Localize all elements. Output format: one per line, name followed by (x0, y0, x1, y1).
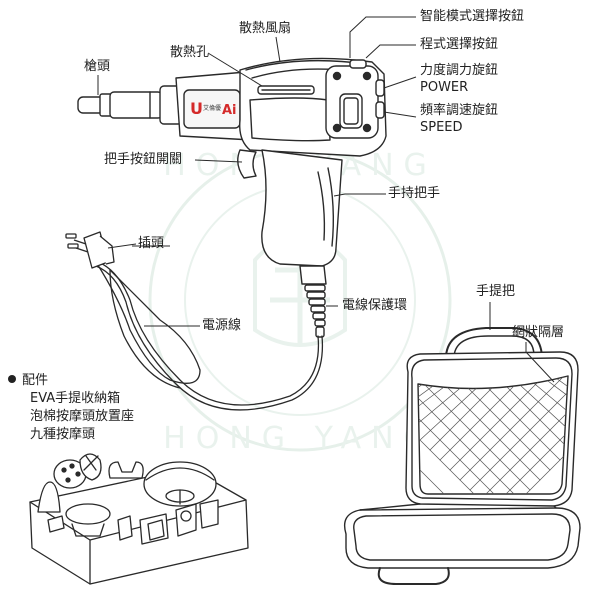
accessory-tray (29, 453, 249, 585)
label-case-handle: 手提把 (476, 284, 516, 299)
suction-head (143, 461, 217, 507)
watermark-bottom-text: HONG YANG (163, 421, 437, 456)
smart-mode-button[interactable] (349, 59, 367, 69)
program-button[interactable] (339, 93, 363, 129)
accessory-item: 泡棉按摩頭放置座 (30, 409, 135, 424)
label-cord-guard: 電線保護環 (342, 298, 408, 313)
label-smart-mode-button: 智能模式選擇按鈕 (420, 9, 525, 24)
grip-handle (261, 149, 343, 267)
label-speed-en: SPEED (420, 120, 463, 135)
label-frequency-knob: 頻率調速旋鈕 (420, 103, 499, 118)
speed-knob[interactable] (375, 101, 385, 119)
gun-head-nozzle (77, 85, 183, 125)
label-power-en: POWER (420, 80, 469, 95)
fork-head (108, 461, 144, 479)
power-cord (95, 261, 324, 411)
eva-case (343, 327, 581, 585)
massage-gun (77, 57, 387, 338)
accessory-item: 九種按摩頭 (30, 427, 96, 442)
brand-name: 艾倫優 (203, 104, 221, 112)
brand-logo-letter: U (190, 99, 203, 118)
case-handle (445, 327, 543, 357)
label-gun-head: 槍頭 (84, 59, 111, 74)
label-vent-holes: 散熱孔 (170, 45, 210, 60)
label-mesh-layer: 網狀隔層 (512, 325, 565, 340)
label-trigger-switch: 把手按鈕開關 (104, 152, 183, 167)
brand-model-tag: Ai (222, 103, 237, 118)
cone-head (37, 481, 61, 513)
cord-guard (299, 265, 327, 338)
ball-head (79, 453, 102, 481)
case-bottom (343, 507, 581, 569)
mesh-pocket (417, 375, 569, 495)
power-knob[interactable] (375, 79, 385, 97)
label-cooling-fan: 散熱風扇 (239, 21, 292, 36)
leader-lines (97, 16, 555, 383)
plug (65, 231, 115, 269)
label-plug: 插頭 (138, 236, 165, 251)
bullet-icon (8, 375, 16, 383)
trigger-switch[interactable] (237, 149, 257, 179)
label-power-knob: 力度調力旋鈕 (420, 63, 499, 78)
accessories-title-row: 配件 (8, 372, 134, 390)
accessories-list: 配件 EVA手提收納箱 泡棉按摩頭放置座 九種按摩頭 (8, 372, 134, 444)
brand-logo: U 艾倫優 Ai (190, 99, 237, 118)
label-program-button: 程式選擇按鈕 (420, 37, 499, 52)
accessories-title: 配件 (22, 373, 49, 388)
label-grip: 手持把手 (388, 186, 441, 201)
accessory-item: EVA手提收納箱 (30, 391, 121, 406)
flat-head (65, 503, 111, 525)
label-power-cord: 電源線 (202, 318, 242, 333)
